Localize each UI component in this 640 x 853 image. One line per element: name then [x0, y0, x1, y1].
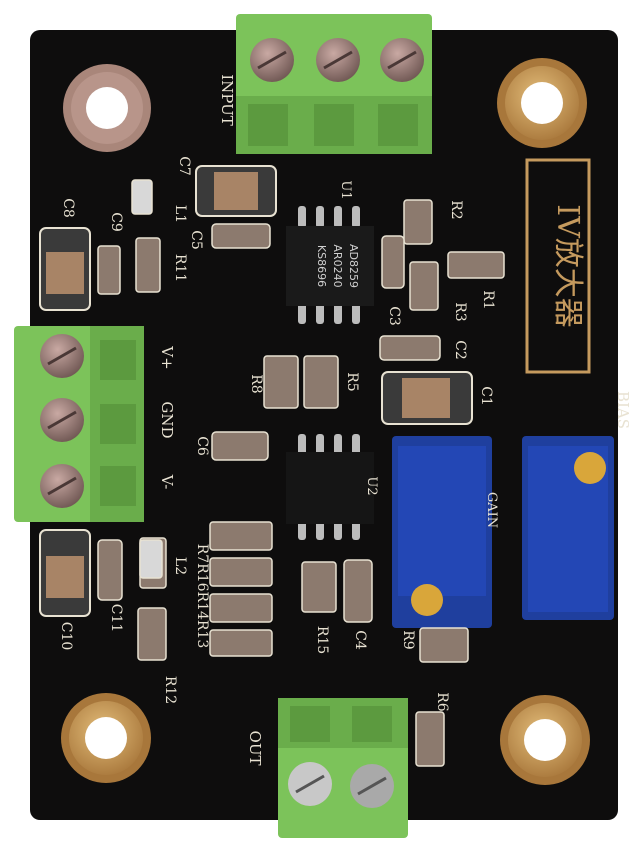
- chip-u1: [286, 206, 374, 324]
- ref-r12: R12: [162, 676, 178, 704]
- label-input: INPUT: [218, 74, 236, 126]
- capacitor-c8: [39, 227, 91, 311]
- ref-c10: C10: [58, 622, 74, 651]
- label-bias: BIAS: [614, 391, 632, 429]
- ref-r6: R6: [434, 692, 450, 712]
- ref-r15: R15: [314, 626, 330, 654]
- ref-c4: C4: [352, 630, 368, 650]
- title-block: [525, 158, 591, 374]
- ref-c6: C6: [194, 436, 210, 456]
- gain-trimpot: [392, 436, 492, 628]
- chip-marking-1: AD8259: [347, 244, 360, 288]
- chip-marking-3: KS8696: [315, 245, 328, 287]
- ref-c5: C5: [188, 230, 204, 250]
- label-v-minus: V-: [158, 474, 176, 490]
- ref-c1: C1: [478, 386, 494, 406]
- capacitor-c10: [39, 529, 91, 617]
- output-terminal-block: [278, 698, 408, 838]
- label-u1: U1: [338, 180, 353, 199]
- ref-l2: L2: [172, 557, 188, 575]
- ref-c9: C9: [108, 212, 124, 232]
- label-out: OUT: [246, 731, 264, 766]
- label-v-plus: V+: [158, 345, 176, 369]
- ref-r8: R8: [248, 374, 264, 393]
- ref-r2: R2: [448, 200, 464, 219]
- mounting-hole-top-right: [497, 58, 587, 148]
- ref-r5: R5: [344, 372, 360, 391]
- capacitor-c7: [195, 165, 277, 217]
- label-gnd: GND: [158, 401, 176, 438]
- power-terminal-block: [14, 326, 144, 522]
- mounting-hole-top-left: [63, 64, 151, 152]
- ref-c2: C2: [452, 340, 468, 360]
- chip-marking-2: AR0240: [331, 244, 344, 287]
- ref-r11: R11: [172, 254, 188, 282]
- capacitor-c1: [381, 371, 473, 425]
- label-title-block: IV放大器: [550, 204, 585, 328]
- ref-c8: C8: [60, 198, 76, 218]
- ref-r-group: R7R16R14R13: [194, 544, 210, 649]
- ref-c11: C11: [108, 604, 124, 633]
- input-terminal-block: [236, 14, 432, 154]
- ref-l1: L1: [172, 205, 188, 223]
- silkscreen: INPUT OUT BIAS GAIN V+ GND V- IV放大器 U1 U…: [58, 74, 632, 765]
- ref-c3: C3: [386, 306, 402, 326]
- ref-r9: R9: [400, 630, 416, 649]
- bias-trimpot: [522, 436, 614, 620]
- smd-parts: [97, 179, 505, 767]
- ref-c7: C7: [176, 156, 192, 176]
- ref-r3: R3: [452, 302, 468, 321]
- chip-u2: [286, 434, 374, 540]
- label-gain: GAIN: [484, 492, 499, 528]
- label-u2: U2: [364, 476, 379, 495]
- ref-r1: R1: [480, 290, 496, 309]
- mounting-hole-bottom-left: [61, 693, 151, 783]
- mounting-hole-bottom-right: [500, 695, 590, 785]
